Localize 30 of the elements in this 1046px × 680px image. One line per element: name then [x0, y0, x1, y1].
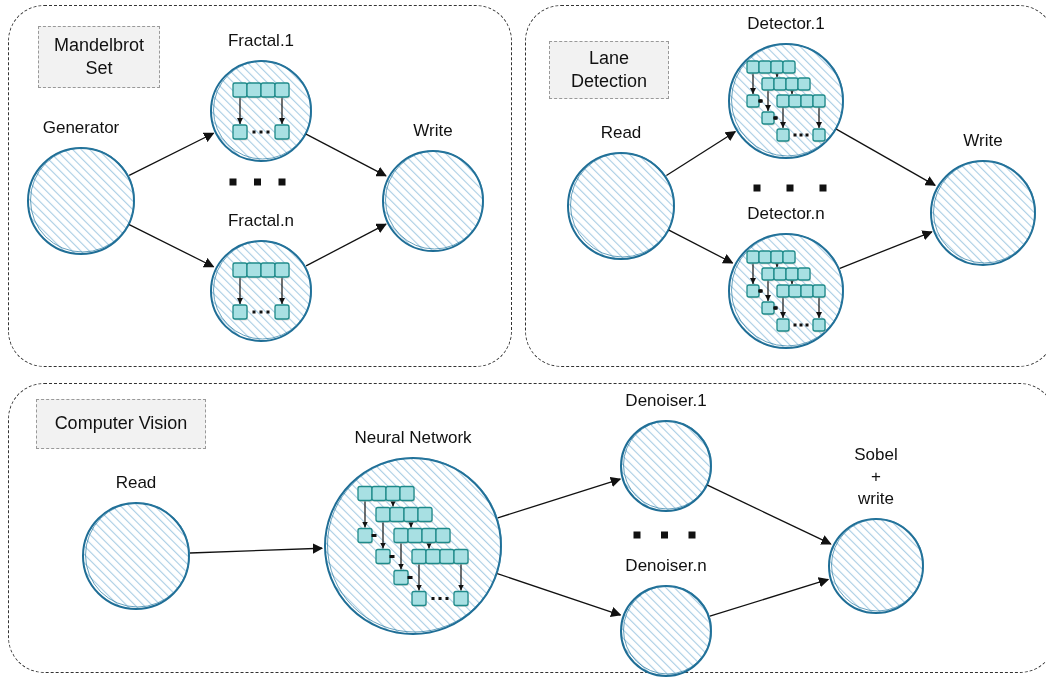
node-label: Write — [963, 129, 1003, 152]
node-label: Denoiser.1 — [625, 389, 707, 412]
node-label: Detector.n — [747, 202, 825, 225]
arrow — [128, 132, 215, 177]
node-label: Read — [115, 471, 157, 494]
arrow — [497, 477, 622, 519]
arrow — [189, 543, 324, 554]
arrow — [709, 577, 830, 617]
arrow — [496, 573, 622, 617]
arrow — [835, 128, 936, 186]
group-title: Computer Vision — [36, 399, 206, 449]
group-title: Lane Detection — [549, 41, 669, 99]
arrow — [668, 229, 734, 264]
node-label: Write — [413, 119, 453, 142]
node-label: Detector.1 — [747, 12, 825, 35]
arrow — [706, 484, 832, 545]
arrow — [839, 230, 933, 269]
node-label: Neural Network — [354, 426, 472, 449]
arrow — [305, 223, 387, 267]
node-label: Generator — [42, 116, 120, 139]
node-label: Fractal.1 — [227, 29, 295, 52]
arrow — [665, 131, 737, 177]
arrow — [128, 223, 215, 268]
group-title: Mandelbrot Set — [38, 26, 160, 88]
node-label: Fractal.n — [227, 209, 295, 232]
node-label: Read — [600, 121, 642, 144]
arrow — [305, 133, 387, 177]
node-label: Sobel + write — [853, 443, 899, 510]
group-container — [8, 5, 512, 367]
node-label: Denoiser.n — [625, 554, 707, 577]
